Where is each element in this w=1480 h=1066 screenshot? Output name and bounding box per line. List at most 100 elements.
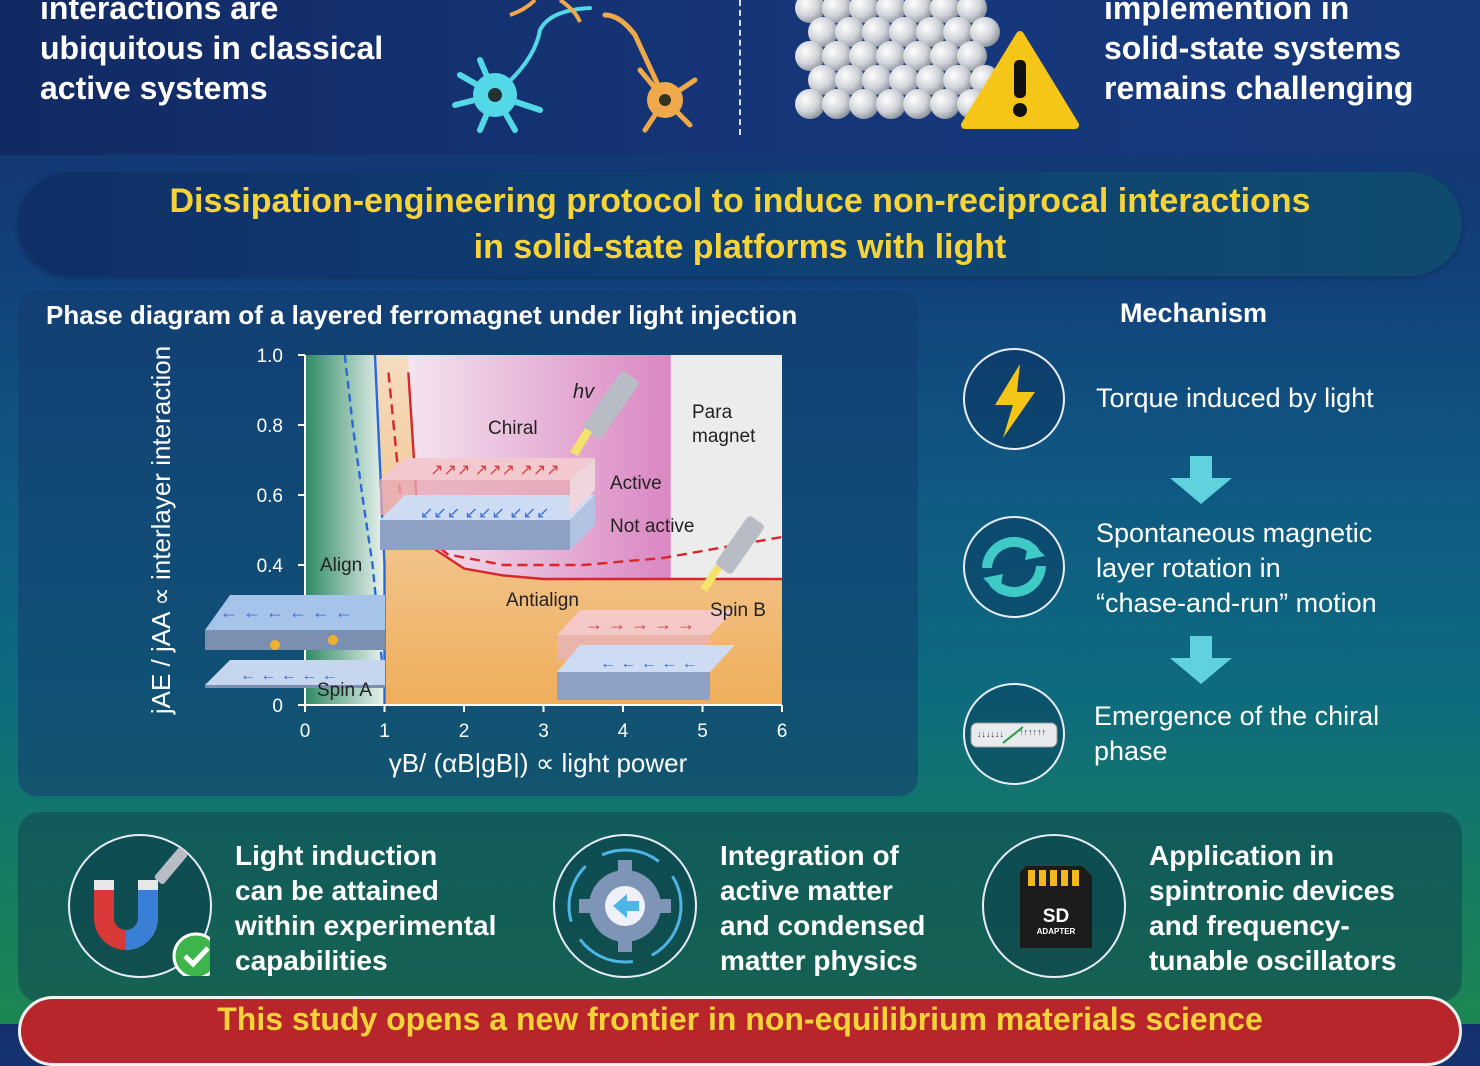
lattice-atom xyxy=(849,89,879,119)
lattice-atom xyxy=(876,0,906,23)
lattice-atom xyxy=(903,0,933,23)
mechanism-step-1 xyxy=(963,348,1065,450)
lattice-atom xyxy=(957,41,987,71)
mechanism-step-2-text: Spontaneous magnetic layer rotation in “… xyxy=(1096,518,1377,618)
svg-text:↙↙↙ ↙↙↙ ↙↙↙: ↙↙↙ ↙↙↙ ↙↙↙ xyxy=(420,505,550,522)
svg-text:← ← ← ← ← ←: ← ← ← ← ← ← xyxy=(220,602,353,622)
lattice-atom xyxy=(903,89,933,119)
x-tick-label: 5 xyxy=(697,721,708,742)
paramagnet-region xyxy=(670,355,782,579)
mechanism-step-3: ↓↓↓↓↓↓ ↑↑↑↑↑↑ xyxy=(963,683,1065,785)
svg-text:→ → → → →: → → → → → xyxy=(585,614,695,634)
lattice-atom xyxy=(862,17,892,47)
mechanism-step-1-text: Torque induced by light xyxy=(1096,383,1374,413)
y-tick-label: 0.6 xyxy=(257,486,283,507)
lattice-atom xyxy=(930,41,960,71)
x-tick-label: 1 xyxy=(379,721,390,742)
y-tick-label: 0.4 xyxy=(257,556,284,577)
bottom-item-2-text: Integration of active matter and condens… xyxy=(720,840,926,976)
svg-text:↓↓↓↓↓↓: ↓↓↓↓↓↓ xyxy=(977,729,1004,739)
lattice-atom xyxy=(930,89,960,119)
x-axis-label: γB/ (αB|gB|) ∝ light power xyxy=(389,748,688,778)
antialign-label: Antialign xyxy=(506,590,579,611)
lattice-atom xyxy=(957,0,987,23)
lattice-atom xyxy=(862,65,892,95)
x-tick-label: 4 xyxy=(618,721,629,742)
y-axis-label: jAE / jAA ∝ interlayer interaction xyxy=(146,346,176,715)
mechanism-step-2 xyxy=(963,516,1065,618)
bottom-item-2-circle xyxy=(553,834,697,978)
lattice-atom xyxy=(808,65,838,95)
lattice-atom xyxy=(795,89,825,119)
lattice-atom xyxy=(916,65,946,95)
lightning-icon xyxy=(995,364,1035,438)
lattice-atom xyxy=(835,65,865,95)
phase-diagram-title: Phase diagram of a layered ferromagnet u… xyxy=(46,300,798,330)
active-label: Active xyxy=(610,473,662,494)
lattice-atom xyxy=(943,65,973,95)
bottom-item-1-circle xyxy=(68,834,220,980)
bottom-item-3-circle: SD ADAPTER xyxy=(982,834,1126,978)
lattice-atom xyxy=(970,17,1000,47)
top-divider xyxy=(739,0,741,135)
lattice-atom xyxy=(849,0,879,23)
arrow-down-icon xyxy=(1170,456,1232,504)
title-banner xyxy=(18,172,1462,276)
bottom-item-1-text: Light induction can be attained within e… xyxy=(235,840,497,976)
magnet-check-icon xyxy=(94,848,220,980)
spin-b-layer-illustration: → → → → → ← ← ← ← ← xyxy=(557,610,735,700)
lattice-atom xyxy=(849,41,879,71)
chiral-layer-illustration: ↗↗↗ ↗↗↗ ↗↗↗ ↙↙↙ ↙↙↙ ↙↙↙ xyxy=(380,458,595,550)
sd-card-sublabel: ADAPTER xyxy=(1037,927,1076,936)
light-beam-icon-2 xyxy=(700,516,764,592)
gear-icon xyxy=(567,848,683,964)
lattice-atom xyxy=(876,89,906,119)
x-tick-label: 0 xyxy=(300,721,311,742)
lattice-atom xyxy=(903,41,933,71)
not-active-label: Not active xyxy=(610,516,694,537)
lattice-atom xyxy=(822,89,852,119)
mechanism-step-3-text: Emergence of the chiral phase xyxy=(1094,701,1380,766)
x-tick-label: 6 xyxy=(777,721,788,742)
y-tick-label: 1.0 xyxy=(257,346,283,367)
banner-title: Dissipation-engineering protocol to indu… xyxy=(169,182,1311,266)
sd-card-icon: SD ADAPTER xyxy=(1020,866,1092,948)
mechanism-title: Mechanism xyxy=(1120,298,1268,328)
footer-text: This study opens a new frontier in non-e… xyxy=(217,1001,1263,1037)
arrow-down-icon-2 xyxy=(1170,636,1232,684)
spin-b-label: Spin B xyxy=(710,600,766,621)
neuron-illustration xyxy=(452,0,698,133)
sd-card-label: SD xyxy=(1043,906,1069,927)
light-beam-icon xyxy=(570,371,639,456)
y-tick-label: 0.8 xyxy=(257,416,283,437)
lattice-atom xyxy=(943,17,973,47)
x-tick-label: 2 xyxy=(459,721,470,742)
rotation-icon xyxy=(982,536,1046,598)
lattice-atom xyxy=(822,0,852,23)
x-tick-label: 3 xyxy=(538,721,549,742)
align-layer-illustration: ← ← ← ← ← ← ← ← ← ← ← xyxy=(205,595,385,688)
top-right-text: implemention in solid-state systems rema… xyxy=(1104,0,1414,106)
bottom-band xyxy=(18,812,1462,1002)
svg-text:↑↑↑↑↑↑: ↑↑↑↑↑↑ xyxy=(1019,727,1046,737)
chiral-domain-icon: ↓↓↓↓↓↓ ↑↑↑↑↑↑ xyxy=(970,722,1058,748)
para-label-2: magnet xyxy=(692,426,756,447)
svg-text:← ← ← ← ←: ← ← ← ← ← xyxy=(240,667,338,684)
align-region xyxy=(305,355,385,705)
solid-lattice-illustration xyxy=(795,0,1079,129)
top-left-text: interactions are ubiquitous in classical… xyxy=(40,0,384,106)
lattice-atom xyxy=(795,0,825,23)
hv-label: hv xyxy=(573,381,595,403)
lattice-atom xyxy=(930,0,960,23)
lattice-atom xyxy=(889,65,919,95)
lattice-atom xyxy=(876,41,906,71)
lattice-atom xyxy=(822,41,852,71)
chiral-label: Chiral xyxy=(488,418,538,439)
align-label: Align xyxy=(320,555,362,576)
lattice-atom xyxy=(889,17,919,47)
spin-a-label: Spin A xyxy=(317,680,372,701)
lattice-atom xyxy=(916,17,946,47)
bottom-item-3-text: Application in spintronic devices and fr… xyxy=(1149,840,1397,976)
lattice-atom xyxy=(808,17,838,47)
